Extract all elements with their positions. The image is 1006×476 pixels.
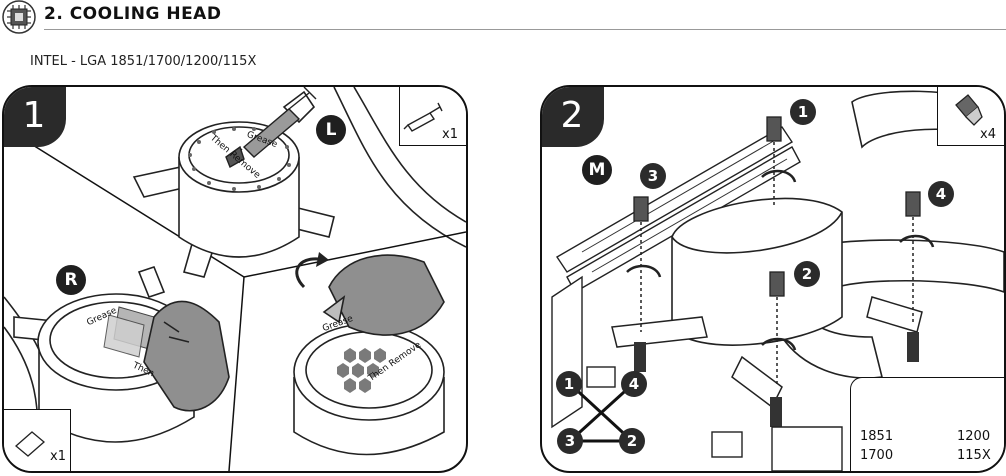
page-title: 2. COOLING HEAD <box>44 4 222 24</box>
syringe-quantity: x1 <box>442 127 458 142</box>
section-header: 2. COOLING HEAD <box>0 0 1006 38</box>
header-divider <box>44 29 1006 30</box>
sequence-node-2: 2 <box>619 428 645 454</box>
mount-spacing-callout <box>850 377 1004 471</box>
sequence-node-4: 4 <box>621 371 647 397</box>
socket-label: INTEL - LGA 1851/1700/1200/115X <box>30 54 257 69</box>
step-1-illustration <box>4 87 466 471</box>
mount-dim-115x: 115X <box>957 448 991 463</box>
syringe-callout <box>399 87 466 146</box>
part-label-l: L <box>316 115 346 145</box>
part-label-m: M <box>582 155 612 185</box>
step-2-panel: 2 1 2 3 4 M 1 4 3 2 x4 1851 1700 1200 11… <box>540 85 1006 473</box>
sequence-node-1: 1 <box>556 371 582 397</box>
cpu-chip-icon <box>2 0 36 34</box>
step-1-panel: 1 Grease Then Remove Grease Then Grease … <box>2 85 468 473</box>
step-2-number-badge: 2 <box>542 87 604 147</box>
syringe-icon <box>403 102 443 132</box>
screw-callout <box>937 87 1004 146</box>
thumb-screw-icon <box>955 94 983 126</box>
mount-dim-1200: 1200 <box>957 429 991 444</box>
thermal-pad-icon <box>14 431 46 457</box>
screw-quantity: x4 <box>980 127 996 142</box>
sequence-node-3: 3 <box>557 428 583 454</box>
thermal-pad-callout <box>4 409 71 471</box>
screw-number-2: 2 <box>794 261 820 287</box>
screw-number-1: 1 <box>790 99 816 125</box>
pad-quantity: x1 <box>50 449 66 464</box>
screw-number-3: 3 <box>640 163 666 189</box>
mount-dim-1851: 1851 <box>860 429 894 444</box>
part-label-r: R <box>56 265 86 295</box>
step-1-number-badge: 1 <box>4 87 66 147</box>
screw-number-4: 4 <box>928 181 954 207</box>
mount-dim-1700: 1700 <box>860 448 894 463</box>
